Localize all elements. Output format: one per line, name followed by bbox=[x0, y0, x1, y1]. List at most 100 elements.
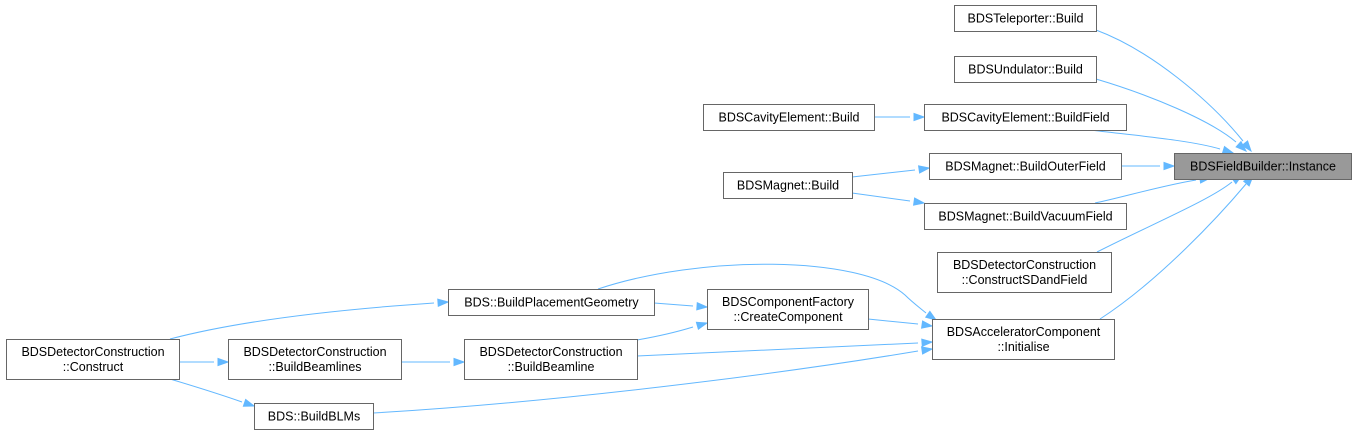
arrowhead bbox=[242, 398, 256, 407]
node-box bbox=[464, 339, 638, 380]
arrowhead bbox=[695, 321, 709, 331]
node-box bbox=[6, 339, 180, 380]
edge-line bbox=[867, 318, 919, 325]
arrowhead bbox=[1241, 140, 1252, 153]
edges-layer bbox=[169, 29, 1254, 414]
edge-line bbox=[169, 378, 243, 403]
node-undulator-build[interactable]: BDSUndulator::Build bbox=[954, 56, 1097, 83]
edge-line bbox=[372, 350, 919, 414]
nodes-layer: BDSFieldBuilder::Instance BDSTeleporter::… bbox=[6, 5, 1352, 430]
arrowhead bbox=[1235, 140, 1248, 152]
edge-detector_beamline-to-accel_initialise bbox=[636, 338, 934, 357]
arrowhead bbox=[1163, 161, 1176, 171]
node-label-line: BDSComponentFactory bbox=[722, 295, 855, 309]
node-detector-sdfield[interactable]: BDSDetectorConstruction::ConstructSDandF… bbox=[937, 252, 1112, 293]
edge-detector_beamline-to-component_factory bbox=[636, 321, 709, 341]
arrowhead bbox=[437, 298, 450, 308]
edge-line bbox=[597, 263, 927, 314]
node-label-line: ::Initialise bbox=[997, 340, 1049, 354]
edge-magnet_build-to-magnet_vacuumfield bbox=[851, 192, 926, 206]
node-label-line: BDSMagnet::BuildOuterField bbox=[945, 160, 1106, 174]
edge-line bbox=[1099, 183, 1247, 320]
edge-line bbox=[1094, 179, 1197, 204]
node-accel-initialise[interactable]: BDSAcceleratorComponent::Initialise bbox=[932, 319, 1115, 360]
node-box bbox=[1174, 153, 1352, 180]
node-label-line: BDSAcceleratorComponent bbox=[947, 325, 1101, 339]
arrowhead bbox=[217, 357, 230, 367]
edge-line bbox=[851, 192, 911, 202]
edge-detector_construct-to-placement_geometry bbox=[169, 298, 450, 340]
edge-line bbox=[1095, 29, 1244, 142]
node-label-line: BDSDetectorConstruction bbox=[479, 345, 622, 359]
node-teleporter-build[interactable]: BDSTeleporter::Build bbox=[954, 5, 1097, 32]
node-label-line: BDSTeleporter::Build bbox=[967, 12, 1083, 26]
node-detector-construct[interactable]: BDSDetectorConstruction::Construct bbox=[6, 339, 180, 380]
node-box bbox=[924, 104, 1127, 131]
edge-line bbox=[636, 342, 919, 357]
node-detector-beamline[interactable]: BDSDetectorConstruction::BuildBeamline bbox=[464, 339, 638, 380]
edge-detector_beamlines-to-detector_beamline bbox=[401, 357, 466, 367]
arrowhead bbox=[453, 357, 466, 367]
node-label-line: ::ConstructSDandField bbox=[962, 273, 1088, 287]
node-build-blms[interactable]: BDS::BuildBLMs bbox=[254, 403, 374, 430]
node-placement-geometry[interactable]: BDS::BuildPlacementGeometry bbox=[448, 289, 655, 316]
arrowhead bbox=[912, 197, 926, 206]
edge-teleporter_build-to-instance bbox=[1095, 29, 1252, 153]
node-magnet-outerfield[interactable]: BDSMagnet::BuildOuterField bbox=[929, 153, 1122, 180]
edge-placement_geometry-to-accel_initialise bbox=[597, 263, 938, 321]
node-label-line: BDSMagnet::Build bbox=[737, 179, 839, 193]
node-label-line: BDSDetectorConstruction bbox=[243, 345, 386, 359]
node-label-line: BDSMagnet::BuildVacuumField bbox=[938, 210, 1112, 224]
edge-detector_construct-to-build_blms bbox=[169, 378, 256, 407]
edge-placement_geometry-to-component_factory bbox=[653, 301, 709, 311]
node-magnet-vacuumfield[interactable]: BDSMagnet::BuildVacuumField bbox=[924, 203, 1127, 230]
edge-detector_construct-to-detector_beamlines bbox=[179, 357, 230, 367]
edge-line bbox=[636, 326, 694, 341]
edge-magnet_outerfield-to-instance bbox=[1121, 161, 1176, 171]
node-label-line: BDSUndulator::Build bbox=[968, 63, 1083, 77]
edge-accel_initialise-to-instance bbox=[1099, 174, 1254, 320]
node-label-line: BDSDetectorConstruction bbox=[21, 345, 164, 359]
edge-line bbox=[1096, 181, 1233, 253]
arrowhead bbox=[921, 338, 934, 348]
node-label-line: ::BuildBeamline bbox=[508, 360, 595, 374]
node-label-line: BDS::BuildBLMs bbox=[268, 410, 360, 424]
arrowhead bbox=[920, 346, 934, 355]
node-label-line: ::Construct bbox=[63, 360, 124, 374]
node-box bbox=[932, 319, 1115, 360]
node-magnet-build[interactable]: BDSMagnet::Build bbox=[723, 172, 853, 199]
edge-line bbox=[169, 302, 435, 340]
node-box bbox=[937, 252, 1112, 293]
node-cavity-buildfield[interactable]: BDSCavityElement::BuildField bbox=[924, 104, 1127, 131]
arrowhead bbox=[924, 310, 938, 321]
edge-cavity_build-to-cavity_buildfield bbox=[874, 112, 926, 122]
node-detector-beamlines[interactable]: BDSDetectorConstruction::BuildBeamlines bbox=[228, 339, 402, 380]
edge-line bbox=[851, 169, 916, 178]
node-box bbox=[707, 289, 869, 330]
node-label-line: BDSDetectorConstruction bbox=[953, 258, 1096, 272]
edge-line bbox=[1095, 78, 1237, 143]
node-label-line: ::CreateComponent bbox=[733, 310, 843, 324]
edge-line bbox=[1089, 129, 1221, 150]
node-box bbox=[228, 339, 402, 380]
node-box bbox=[703, 104, 875, 131]
edge-line bbox=[653, 302, 694, 307]
arrowhead bbox=[917, 165, 931, 174]
node-cavity-build[interactable]: BDSCavityElement::Build bbox=[703, 104, 875, 131]
edge-cavity_buildfield-to-instance bbox=[1089, 129, 1235, 155]
node-component-factory[interactable]: BDSComponentFactory::CreateComponent bbox=[707, 289, 869, 330]
edge-undulator_build-to-instance bbox=[1095, 78, 1248, 152]
arrowhead bbox=[1221, 145, 1235, 155]
node-label-line: BDS::BuildPlacementGeometry bbox=[464, 296, 639, 310]
node-box bbox=[723, 172, 853, 199]
node-label-line: BDSCavityElement::BuildField bbox=[941, 111, 1109, 125]
node-label-line: BDSCavityElement::Build bbox=[718, 111, 859, 125]
arrowhead bbox=[696, 301, 709, 311]
node-box bbox=[929, 153, 1122, 180]
edge-component_factory-to-accel_initialise bbox=[867, 318, 934, 329]
node-label-line: BDSFieldBuilder::Instance bbox=[1190, 160, 1336, 174]
node-instance[interactable]: BDSFieldBuilder::Instance bbox=[1174, 153, 1352, 180]
node-box bbox=[924, 203, 1127, 230]
edge-magnet_build-to-magnet_outerfield bbox=[851, 165, 931, 178]
